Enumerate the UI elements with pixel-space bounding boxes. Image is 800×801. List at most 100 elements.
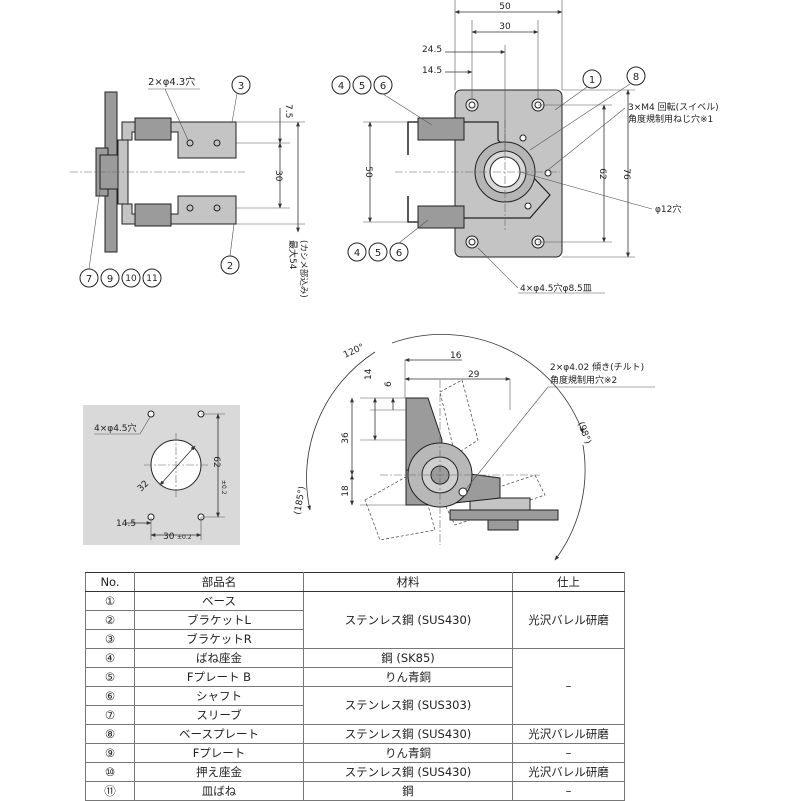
hole-note: 2×φ4.3穴: [148, 75, 195, 88]
svg-text:9: 9: [107, 274, 113, 285]
alt-position-left: [364, 469, 436, 541]
dim-62: 62: [597, 168, 607, 179]
table-header-row: No. 部品名 材料 仕上: [85, 572, 625, 592]
top-right-view: 50 30 24.5 14.5 50 62 76 3×M4 回転(スイベル) 角…: [331, 0, 719, 294]
row-name: シャフト: [134, 686, 304, 706]
dim-max54: 最大54: [287, 240, 299, 270]
mount-tol-30: ±0.2: [177, 534, 192, 541]
row-finish: –: [512, 648, 625, 725]
top-left-view: 7.5 30 最大54 (カシメ部込み) 2×φ4.3穴 3 2 7 9 10: [70, 75, 309, 298]
svg-text:4: 4: [338, 81, 344, 92]
row-finish: 光沢バレル研磨: [512, 591, 625, 649]
row-material: りん青銅: [303, 667, 513, 687]
row-no: ③: [85, 629, 135, 649]
callout-10: 10: [121, 268, 141, 288]
alt-position-upper: [439, 379, 479, 456]
svg-text:6: 6: [380, 81, 386, 92]
table-row: ⑩ 押え座金 ステンレス鋼 (SUS430) 光沢バレル研磨: [85, 762, 625, 782]
callout-4-top: 4: [331, 75, 351, 95]
dim-18: 18: [341, 485, 351, 497]
angle-185: (185°): [293, 486, 308, 516]
row-no: ②: [85, 610, 135, 630]
row-finish: 光沢バレル研磨: [512, 762, 625, 782]
upper-spring-stack: [417, 117, 465, 141]
angle-120: 120°: [342, 342, 366, 360]
svg-text:10: 10: [125, 274, 137, 284]
base-plate-side: [449, 509, 559, 521]
row-finish: –: [512, 743, 625, 763]
callout-5-top: 5: [352, 75, 372, 95]
table-row: ⑪ 皿ばね 鋼 –: [85, 781, 625, 801]
table-row: ② ブラケットL: [85, 610, 625, 630]
row-no: ⑤: [85, 667, 135, 687]
mount-dim-14-5: 14.5: [116, 519, 136, 529]
callout-6-bottom: 6: [389, 242, 409, 262]
mount-dim-30: 30: [163, 532, 175, 542]
svg-text:3: 3: [238, 81, 244, 92]
tilt-note-2: 角度規制用穴※2: [550, 374, 617, 386]
row-material: 鋼 (SK85): [303, 648, 513, 668]
row-name: 皿ばね: [134, 781, 304, 801]
header-no: No.: [85, 572, 135, 592]
row-material: りん青銅: [303, 743, 513, 763]
row-name: スリーブ: [134, 705, 304, 725]
dim-36: 36: [341, 432, 351, 444]
table-row: ⑦ スリーブ: [85, 705, 625, 725]
dim-14-5: 14.5: [422, 66, 442, 76]
callout-6-top: 6: [373, 75, 393, 95]
row-no: ⑪: [85, 781, 135, 801]
row-material: ステンレス鋼 (SUS430): [303, 762, 513, 782]
mount-holes-note: 4×φ4.5穴: [94, 422, 137, 434]
table-row: ⑨ Fプレート りん青銅 –: [85, 743, 625, 763]
row-material: ステンレス鋼 (SUS430): [303, 724, 513, 744]
callout-1: 1: [582, 69, 602, 89]
parts-table: No. 部品名 材料 仕上 ① ベース ステンレス鋼 (SUS430) 光沢バレ…: [85, 572, 625, 801]
row-name: ベース: [134, 591, 304, 611]
row-name: ベースプレート: [134, 724, 304, 744]
note-m4: 3×M4 回転(スイベル): [628, 102, 719, 113]
row-name: 押え座金: [134, 762, 304, 782]
callout-8: 8: [626, 66, 646, 86]
tilt-note: 2×φ4.02 傾き(チルト): [550, 361, 644, 373]
table-row: ④ ばね座金 鋼 (SK85) –: [85, 648, 625, 725]
dim-29: 29: [468, 370, 480, 380]
mount-view: 32 4×φ4.5穴 62 ±0.2 30 ±0.2 14.5: [83, 405, 240, 545]
dim-50-left: 50: [363, 166, 373, 178]
row-finish: 光沢バレル研磨: [512, 724, 625, 744]
mount-dim-62: 62: [211, 456, 221, 467]
arc-185: [306, 351, 376, 511]
callout-7: 7: [79, 268, 99, 288]
svg-text:7: 7: [86, 274, 92, 285]
row-no: ①: [85, 591, 135, 611]
arc-120: [391, 333, 584, 434]
row-finish: –: [512, 781, 625, 801]
dim-76: 76: [621, 168, 631, 180]
dim-30: 30: [273, 170, 283, 182]
mount-tol-62: ±0.2: [220, 480, 227, 495]
svg-text:1: 1: [589, 75, 595, 86]
callout-11: 11: [142, 268, 162, 288]
dim-50-top: 50: [499, 2, 511, 12]
row-name: ばね座金: [134, 648, 304, 668]
row-name: Fプレート B: [134, 667, 304, 687]
row-name: ブラケットR: [134, 629, 304, 649]
dim-max54-note: (カシメ部込み): [298, 240, 309, 298]
table-row: ⑤ Fプレート B りん青銅: [85, 667, 625, 687]
dim-16: 16: [450, 351, 462, 361]
row-name: Fプレート: [134, 743, 304, 763]
header-material: 材料: [303, 572, 513, 592]
dim-7-5: 7.5: [283, 104, 293, 118]
row-no: ⑨: [85, 743, 135, 763]
lower-hole-2: [213, 204, 221, 212]
upper-hole-1: [186, 139, 194, 147]
row-material: 鋼: [303, 781, 513, 801]
row-no: ④: [85, 648, 135, 668]
tilt-hole: [458, 487, 468, 497]
note-holes4: 4×φ4.5穴φ8.5皿: [520, 282, 592, 294]
svg-text:5: 5: [359, 81, 365, 92]
alt-position-right: [444, 474, 546, 526]
lower-spring-stack: [417, 205, 465, 229]
svg-text:6: 6: [396, 248, 402, 259]
upper-hole-2: [213, 139, 221, 147]
dim-24-5: 24.5: [422, 45, 442, 55]
